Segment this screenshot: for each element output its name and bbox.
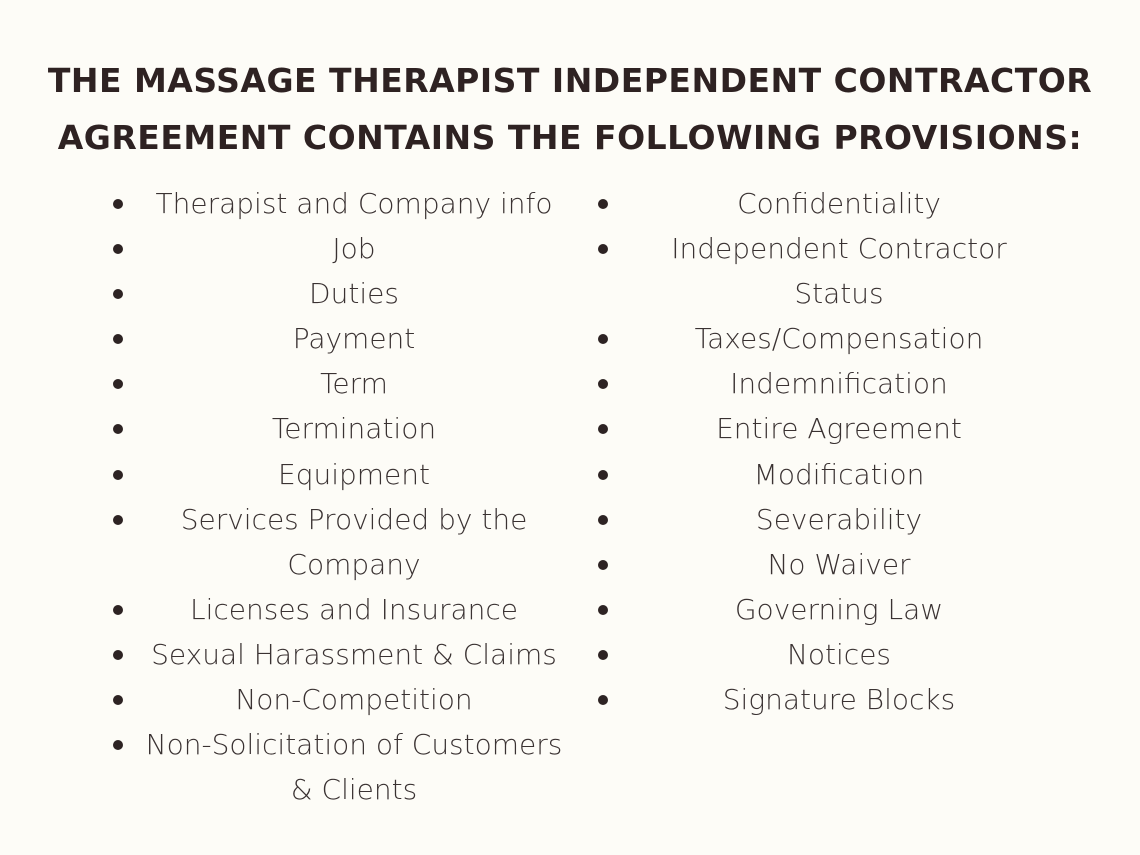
bullet-icon — [598, 379, 608, 390]
list-item-label: Governing Law — [734, 592, 944, 626]
list-item-label: Signature Blocks — [722, 683, 956, 717]
list-item: Independent Contractor Status — [595, 226, 1055, 316]
list-item-label: Duties — [309, 277, 399, 311]
list-item-label: Therapist and Company info — [155, 187, 553, 220]
list-item: Governing Law — [595, 587, 1055, 632]
list-item-label: Term — [320, 367, 388, 401]
bullet-icon — [598, 559, 608, 570]
bullet-icon — [598, 604, 608, 615]
bullet-icon — [113, 379, 123, 390]
list-item-label: Licenses and Insurance — [189, 592, 518, 626]
bullet-icon — [598, 649, 608, 660]
bullet-icon — [113, 514, 123, 525]
bullet-icon — [598, 695, 608, 706]
list-item-label: Sexual Harassment & Claims — [151, 637, 557, 671]
list-item-label: Payment — [292, 322, 416, 356]
list-item-label: Equipment — [278, 457, 430, 491]
page-title: The Massage Therapist Independent Contra… — [0, 52, 1140, 166]
bullet-icon — [113, 424, 123, 435]
list-item-label: Severability — [755, 502, 923, 536]
list-item-label: Non-Solicitation of Customers & Clients — [145, 728, 563, 807]
list-item: Therapist and Company info — [110, 181, 580, 226]
bullet-icon — [113, 244, 123, 255]
bullet-icon — [113, 695, 123, 706]
list-item: Modification — [595, 452, 1055, 497]
list-item: Signature Blocks — [595, 677, 1055, 722]
bullet-icon — [113, 469, 123, 480]
list-item: Payment — [110, 316, 580, 361]
list-item-label: Confidentiality — [737, 187, 941, 220]
list-item-label: Modification — [753, 457, 925, 491]
page-title-line-2: Agreement contains the following provisi… — [57, 118, 1083, 157]
list-item: Indemnification — [595, 361, 1055, 406]
bullet-icon — [598, 244, 608, 255]
list-item: Job — [110, 226, 580, 271]
list-item-label: Services Provided by the Company — [180, 502, 528, 581]
list-item-label: Notices — [786, 637, 892, 671]
list-item: Services Provided by the Company — [110, 497, 580, 587]
list-item: Taxes/Compensation — [595, 316, 1055, 361]
list-item: Entire Agreement — [595, 406, 1055, 451]
list-item-label: Independent Contractor Status — [671, 232, 1007, 311]
provisions-list-left: Therapist and Company info Job Duties Pa… — [110, 181, 580, 812]
bullet-icon — [598, 199, 608, 209]
list-item-label: Taxes/Compensation — [694, 322, 984, 356]
bullet-icon — [113, 604, 123, 615]
list-item: Severability — [595, 497, 1055, 542]
bullet-icon — [598, 424, 608, 435]
list-item: Term — [110, 361, 580, 406]
bullet-icon — [113, 334, 123, 345]
list-item-label: No Waiver — [767, 547, 911, 581]
list-item: Licenses and Insurance — [110, 587, 580, 632]
bullet-icon — [598, 334, 608, 345]
provisions-list-right: Confidentiality Independent Contractor S… — [595, 181, 1055, 722]
list-item: Non-Solicitation of Customers & Clients — [110, 722, 580, 812]
bullet-icon — [113, 740, 123, 751]
list-item: Non-Competition — [110, 677, 580, 722]
list-item-label: Termination — [271, 412, 437, 446]
list-item: Duties — [110, 271, 580, 316]
bullet-icon — [113, 649, 123, 660]
bullet-icon — [113, 289, 123, 300]
list-item-label: Job — [332, 232, 376, 266]
bullet-icon — [598, 514, 608, 525]
list-item-label: Non-Competition — [235, 683, 473, 717]
bullet-icon — [598, 469, 608, 480]
list-item: Termination — [110, 406, 580, 451]
list-item: Confidentiality — [595, 181, 1055, 226]
bullet-icon — [113, 199, 123, 209]
list-item-label: Entire Agreement — [716, 412, 962, 446]
page-title-line-1: The Massage Therapist Independent Contra… — [47, 61, 1093, 100]
list-item: Sexual Harassment & Claims — [110, 632, 580, 677]
list-item: Equipment — [110, 452, 580, 497]
list-item-label: Indemnification — [730, 367, 948, 401]
list-item: No Waiver — [595, 542, 1055, 587]
list-item: Notices — [595, 632, 1055, 677]
